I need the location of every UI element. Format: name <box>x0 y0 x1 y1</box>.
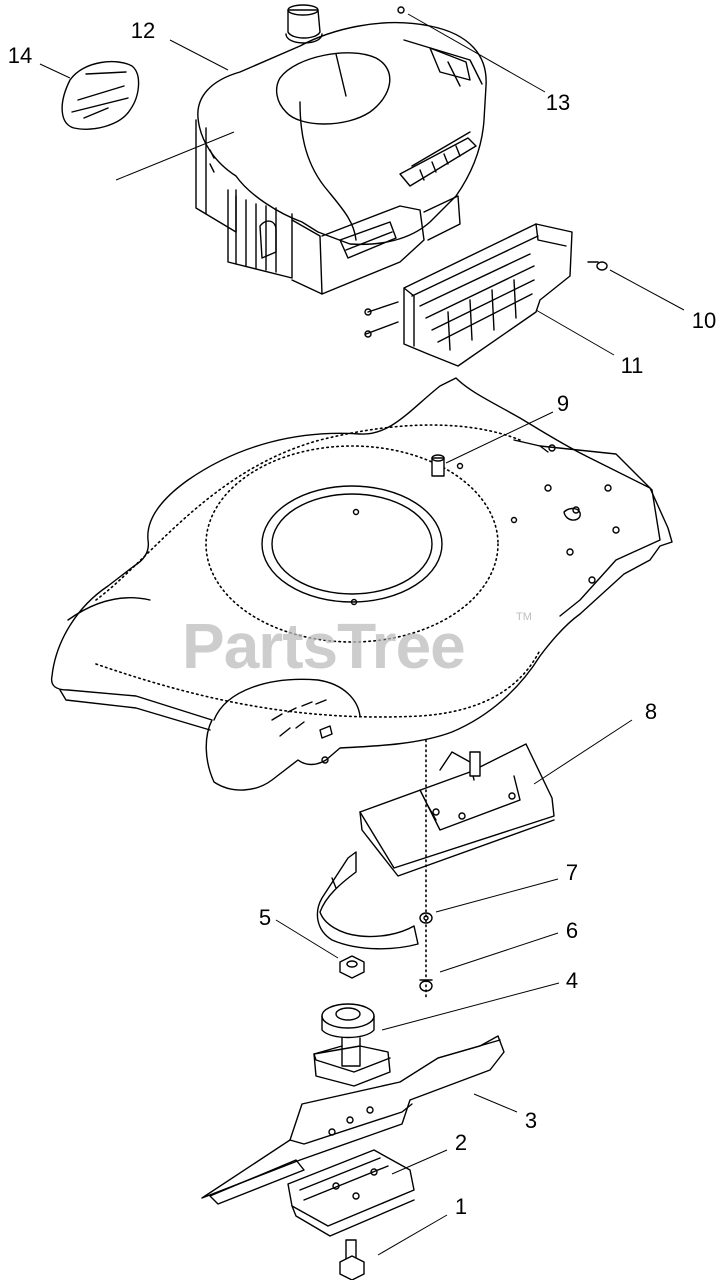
callout-8[interactable]: 8 <box>645 699 657 724</box>
leader-2 <box>391 1149 448 1175</box>
callout-labels: 1 2 3 4 5 6 7 8 9 10 11 12 13 14 <box>8 18 716 1219</box>
callout-10[interactable]: 10 <box>692 308 716 333</box>
leader-5 <box>275 919 339 959</box>
blade-bolt-part[interactable] <box>339 1239 365 1280</box>
leader-4 <box>381 982 560 1031</box>
callout-5[interactable]: 5 <box>259 905 271 930</box>
callout-1[interactable]: 1 <box>455 1194 467 1219</box>
leader-8 <box>533 719 633 785</box>
leader-12 <box>169 39 229 71</box>
engine-part[interactable] <box>115 4 487 295</box>
debris-guard-part[interactable] <box>364 223 573 367</box>
screw-13-part[interactable] <box>397 6 405 14</box>
leader-1 <box>377 1214 448 1256</box>
leader-14 <box>39 63 71 79</box>
leader-10 <box>609 269 685 311</box>
leader-9 <box>445 411 554 464</box>
nut-part[interactable] <box>339 955 365 979</box>
baffle-part[interactable] <box>316 743 555 950</box>
callout-7[interactable]: 7 <box>566 860 578 885</box>
blade-adapter-part[interactable] <box>313 1003 391 1087</box>
callout-12[interactable]: 12 <box>131 18 155 43</box>
watermark-text: PartsTree <box>182 610 465 682</box>
bolt-9-part[interactable] <box>431 454 445 477</box>
leader-13 <box>407 13 546 93</box>
mower-deck-part[interactable] <box>50 377 673 791</box>
blade-part[interactable] <box>201 1035 505 1205</box>
callout-11[interactable]: 11 <box>621 353 644 378</box>
leader-6 <box>439 932 559 973</box>
blade-stiffener-part[interactable] <box>287 1149 415 1237</box>
callout-4[interactable]: 4 <box>566 968 578 993</box>
callout-13[interactable]: 13 <box>546 90 570 115</box>
leader-7 <box>435 878 559 913</box>
decal-part[interactable] <box>61 60 140 130</box>
callout-3[interactable]: 3 <box>525 1108 537 1133</box>
callout-2[interactable]: 2 <box>455 1130 467 1155</box>
callout-6[interactable]: 6 <box>566 918 578 943</box>
bolt-10-part[interactable] <box>587 261 608 271</box>
watermark-trademark: TM <box>516 611 532 623</box>
watermark: PartsTree TM <box>182 610 532 682</box>
leader-lines <box>39 13 685 1256</box>
leader-3 <box>473 1093 518 1113</box>
callout-9[interactable]: 9 <box>557 391 569 416</box>
callout-14[interactable]: 14 <box>8 43 32 68</box>
leader-11 <box>535 309 615 356</box>
